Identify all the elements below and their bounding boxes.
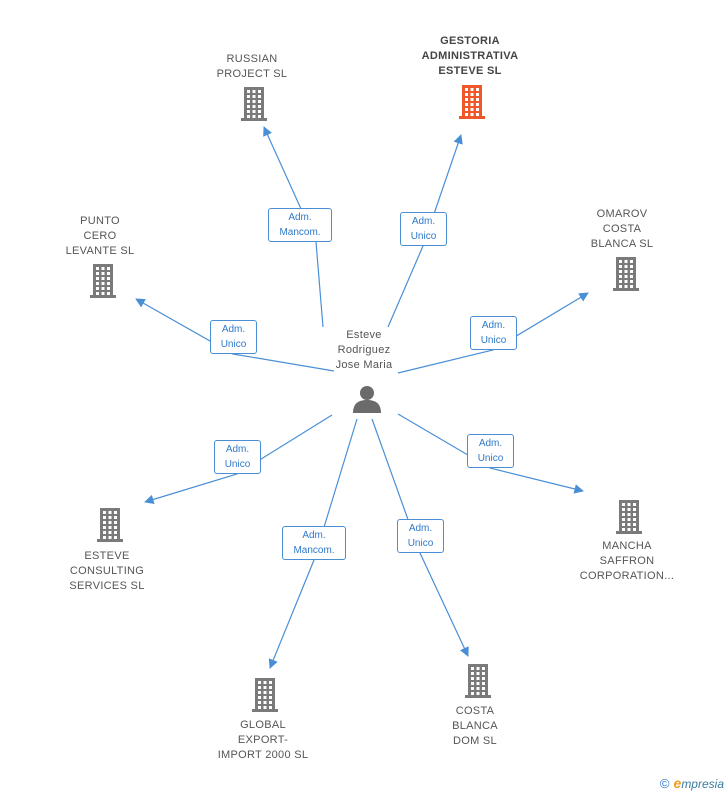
company-name[interactable]: OMAROV COSTA BLANCA SL	[590, 208, 654, 250]
company-name[interactable]: PUNTO CERO LEVANTE SL	[65, 215, 135, 257]
relation-label-global[interactable]: Adm. Mancom.	[282, 526, 346, 560]
edge-costa	[371, 418, 469, 657]
relation-label-costa[interactable]: Adm. Unico	[397, 519, 444, 553]
edge-esteve	[144, 414, 333, 505]
relation-label-russian[interactable]: Adm. Mancom.	[268, 208, 332, 242]
company-name[interactable]: MANCHA SAFFRON CORPORATION...	[579, 540, 675, 582]
company-name[interactable]: GLOBAL EXPORT- IMPORT 2000 SL	[217, 719, 309, 761]
relation-label-mancha[interactable]: Adm. Unico	[467, 434, 514, 468]
edge-gestoria	[387, 134, 463, 328]
relation-label-omarov[interactable]: Adm. Unico	[470, 316, 517, 350]
center-person-name[interactable]: Esteve Rodriguez Jose Maria	[335, 329, 393, 371]
company-name[interactable]: COSTA BLANCA DOM SL	[452, 705, 498, 747]
edge-mancha	[397, 413, 584, 494]
building-icon[interactable]	[463, 664, 493, 698]
building-icon[interactable]	[250, 678, 280, 712]
footer-copyright: ©empresia	[660, 775, 724, 791]
copyright-icon: ©	[659, 776, 670, 791]
brand-logo-initial: e	[673, 775, 682, 791]
company-name[interactable]: GESTORIA ADMINISTRATIVA ESTEVE SL	[421, 35, 519, 77]
building-icon[interactable]	[611, 257, 641, 291]
edge-global	[268, 418, 358, 669]
building-icon[interactable]	[88, 264, 118, 298]
person-icon[interactable]	[352, 385, 382, 413]
company-name[interactable]: ESTEVE CONSULTING SERVICES SL	[69, 550, 145, 592]
building-icon[interactable]	[614, 500, 644, 534]
edge-punto	[135, 298, 335, 372]
brand-logo-text[interactable]: mpresia	[681, 777, 724, 791]
company-name[interactable]: RUSSIAN PROJECT SL	[216, 53, 288, 80]
building-icon[interactable]	[457, 85, 487, 119]
edge-omarov	[397, 292, 589, 374]
building-icon[interactable]	[239, 87, 269, 121]
relation-label-esteve[interactable]: Adm. Unico	[214, 440, 261, 474]
building-icon[interactable]	[95, 508, 125, 542]
relation-label-punto[interactable]: Adm. Unico	[210, 320, 257, 354]
relation-label-gestoria[interactable]: Adm. Unico	[400, 212, 447, 246]
edge-russian	[263, 126, 324, 328]
